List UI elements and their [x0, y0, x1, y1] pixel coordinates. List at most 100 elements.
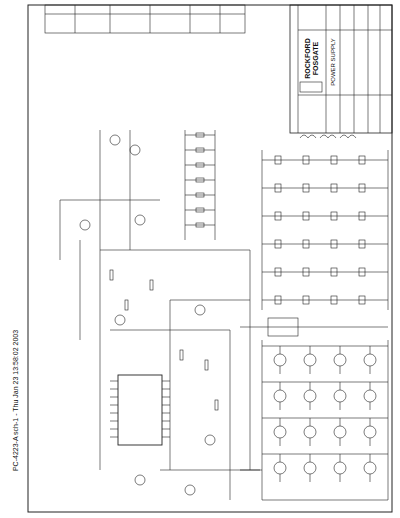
wire — [185, 210, 215, 211]
file-stamp: PC-4223-A sch-1 - Thu Jan 23 13:58:02 20… — [13, 329, 20, 470]
wire — [340, 418, 341, 426]
wire — [354, 5, 355, 133]
title-text: POWER SUPPLY — [330, 38, 336, 86]
wire — [240, 327, 268, 328]
wire — [110, 330, 230, 331]
wire — [262, 340, 263, 500]
wire — [262, 418, 388, 419]
wire — [370, 438, 371, 446]
wire — [298, 5, 299, 133]
title-block — [290, 5, 392, 133]
revision-table — [45, 5, 245, 33]
wire — [310, 418, 311, 426]
wire — [185, 150, 215, 151]
capacitor-symbol — [275, 296, 281, 304]
capacitor-symbol — [331, 240, 337, 248]
resistor-symbol — [125, 300, 128, 310]
wire — [298, 30, 392, 31]
revision-block — [45, 5, 245, 33]
wire — [100, 250, 250, 251]
inductor-symbol — [300, 135, 316, 138]
wire — [185, 180, 215, 181]
resistor-symbol — [215, 400, 218, 410]
wire — [60, 200, 61, 260]
transistor-symbol — [195, 305, 205, 315]
control-circuit — [60, 130, 260, 500]
capacitor-symbol — [303, 184, 309, 192]
wire — [230, 330, 231, 500]
capacitor-symbol — [359, 268, 365, 276]
capacitor-symbol — [359, 184, 365, 192]
wire — [340, 5, 341, 133]
resistor-symbol — [196, 163, 204, 167]
capacitor-symbol — [359, 240, 365, 248]
inductor-symbol — [340, 135, 356, 138]
capacitor-symbol — [303, 268, 309, 276]
capacitor-symbol — [359, 296, 365, 304]
fet-bank — [240, 340, 388, 500]
wire — [326, 5, 327, 133]
fet-symbol — [304, 390, 316, 402]
resistor-symbol — [150, 280, 153, 290]
resistor-symbol — [205, 360, 208, 370]
wire — [170, 300, 171, 470]
fet-symbol — [304, 426, 316, 438]
wire — [162, 389, 170, 390]
fet-symbol — [334, 426, 346, 438]
fet-symbol — [364, 390, 376, 402]
wire — [110, 413, 118, 414]
resistor-symbol — [196, 208, 204, 212]
wire — [370, 402, 371, 410]
transistor-symbol — [80, 220, 90, 230]
wire — [110, 437, 118, 438]
wire — [298, 327, 388, 328]
wire — [185, 165, 215, 166]
transistor-symbol — [110, 135, 120, 145]
capacitor-symbol — [303, 240, 309, 248]
logo-mark — [300, 82, 322, 92]
wire — [368, 5, 369, 133]
fet-symbol — [304, 354, 316, 366]
wire — [170, 300, 250, 301]
transistor-symbol — [115, 315, 125, 325]
wire — [310, 402, 311, 410]
transformer-core — [268, 318, 298, 336]
transistor-symbol — [135, 475, 145, 485]
wire — [280, 366, 281, 374]
capacitor-symbol — [303, 296, 309, 304]
capacitor-symbol — [359, 212, 365, 220]
wire — [340, 382, 341, 390]
resistor-symbol — [196, 223, 204, 227]
wire — [110, 421, 118, 422]
capacitor-symbol — [303, 212, 309, 220]
wire — [262, 150, 263, 310]
wire — [75, 5, 76, 33]
wire — [162, 429, 170, 430]
wire — [250, 250, 251, 470]
wire — [110, 381, 118, 382]
wire — [280, 454, 281, 462]
wire — [370, 474, 371, 482]
wire — [162, 381, 170, 382]
transistor-symbol — [185, 485, 195, 495]
wire — [298, 95, 392, 96]
wire — [110, 429, 118, 430]
wire — [380, 5, 381, 133]
capacitor-symbol — [275, 240, 281, 248]
wire — [262, 382, 388, 383]
wire — [150, 5, 151, 33]
wire — [370, 366, 371, 374]
capacitor-symbol — [275, 184, 281, 192]
wire — [185, 130, 186, 240]
resistor-ladder — [185, 130, 215, 240]
transformer — [240, 318, 388, 336]
fet-symbol — [364, 426, 376, 438]
wire — [280, 438, 281, 446]
wire — [162, 397, 170, 398]
wire — [240, 470, 262, 471]
capacitor-symbol — [331, 268, 337, 276]
wire — [162, 437, 170, 438]
capacitor-symbol — [275, 212, 281, 220]
wire — [162, 405, 170, 406]
